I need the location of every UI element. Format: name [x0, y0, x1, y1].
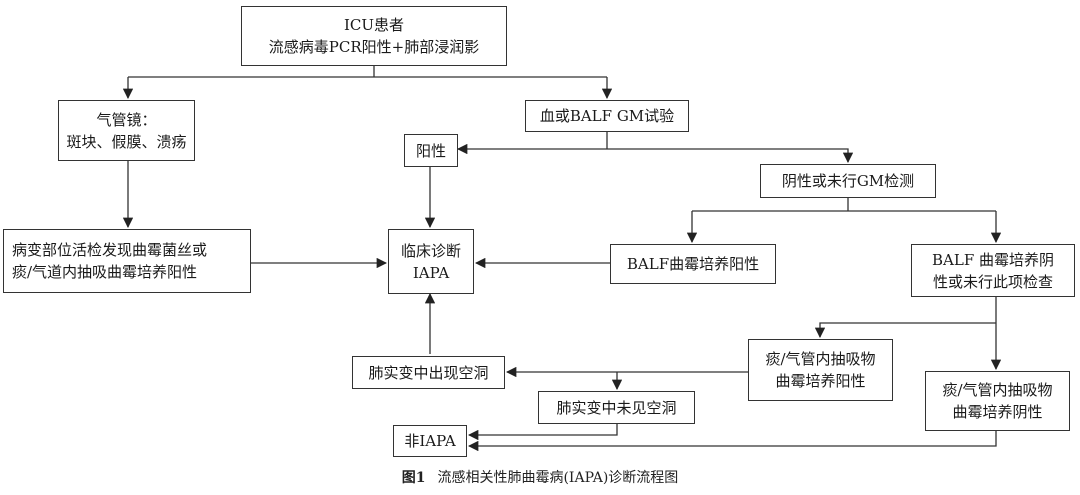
figure-title: 流感相关性肺曲霉病(IAPA)诊断流程图: [437, 470, 679, 486]
node-negative-gm-line-1: 阴性或未行GM检测: [781, 172, 915, 190]
node-diagnosis: 临床诊断 IAPA: [388, 229, 474, 294]
node-balf-positive: BALF曲霉培养阳性: [610, 244, 776, 284]
node-no-cavity-line-1: 肺实变中未见空洞: [556, 398, 677, 417]
node-biopsy-line-1: 病变部位活检发现曲霉菌丝或: [12, 241, 208, 259]
node-icu-line-2: 流感病毒PCR阳性+肺部浸润影: [268, 38, 480, 56]
node-non-iapa: 非IAPA: [393, 425, 467, 457]
node-no-cavity: 肺实变中未见空洞: [538, 391, 695, 424]
node-bronchoscopy: 气管镜： 斑块、假膜、溃疡: [58, 100, 195, 161]
node-bronch-line-1: 气管镜：: [96, 110, 157, 129]
node-sputum-positive-line-2: 曲霉培养阳性: [775, 372, 866, 390]
node-cavity-line-1: 肺实变中出现空洞: [368, 363, 489, 382]
node-balf-negative-line-2: 性或未行此项检查: [932, 272, 1053, 291]
figure-caption: 图1 流感相关性肺曲霉病(IAPA)诊断流程图: [0, 468, 1080, 488]
node-sputum-positive-line-1: 痰/气管内抽吸物: [765, 350, 876, 368]
node-gm-test-line-1: 血或BALF GM试验: [539, 107, 675, 125]
node-sputum-positive: 痰/气管内抽吸物 曲霉培养阳性: [748, 339, 893, 401]
connector-icu-to-bronch: [128, 76, 607, 98]
node-diagnosis-line-2: IAPA: [412, 263, 450, 282]
node-sputum-negative-line-2: 曲霉培养阴性: [952, 403, 1043, 421]
node-gm-test: 血或BALF GM试验: [525, 100, 689, 132]
node-sputum-negative-line-1: 痰/气管内抽吸物: [942, 381, 1053, 399]
node-cavity: 肺实变中出现空洞: [352, 356, 505, 389]
figure-number: 图1: [401, 470, 426, 486]
node-balf-negative: BALF 曲霉培养阴 性或未行此项检查: [911, 244, 1075, 297]
connector-sputumneg-to-noniapa: [467, 431, 997, 452]
node-balf-positive-line-1: BALF曲霉培养阳性: [626, 255, 760, 273]
node-balf-negative-line-1: BALF 曲霉培养阴: [932, 250, 1054, 269]
connector-gm-to-negative: [607, 148, 854, 164]
node-sputum-negative: 痰/气管内抽吸物 曲霉培养阴性: [925, 371, 1070, 431]
node-icu-line-1: ICU患者: [343, 16, 405, 34]
node-biopsy-line-2: 痰/气道内抽吸曲霉培养阳性: [12, 263, 198, 281]
node-positive-line-1: 阳性: [415, 141, 446, 160]
node-positive: 阳性: [404, 134, 458, 167]
connector-balfneg-to-sputumpos: [814, 322, 996, 339]
node-biopsy: 病变部位活检发现曲霉菌丝或 痰/气道内抽吸曲霉培养阳性: [3, 229, 251, 293]
connector-negative-to-balfpos: [692, 210, 996, 242]
connector-nocavity-to-noniapa: [467, 424, 618, 441]
node-bronch-line-2: 斑块、假膜、溃疡: [66, 132, 187, 151]
node-icu-patient: ICU患者 流感病毒PCR阳性+肺部浸润影: [241, 6, 507, 66]
node-non-iapa-line-1: 非IAPA: [404, 432, 456, 450]
node-diagnosis-line-1: 临床诊断: [400, 241, 461, 260]
node-negative-gm: 阴性或未行GM检测: [760, 164, 936, 198]
